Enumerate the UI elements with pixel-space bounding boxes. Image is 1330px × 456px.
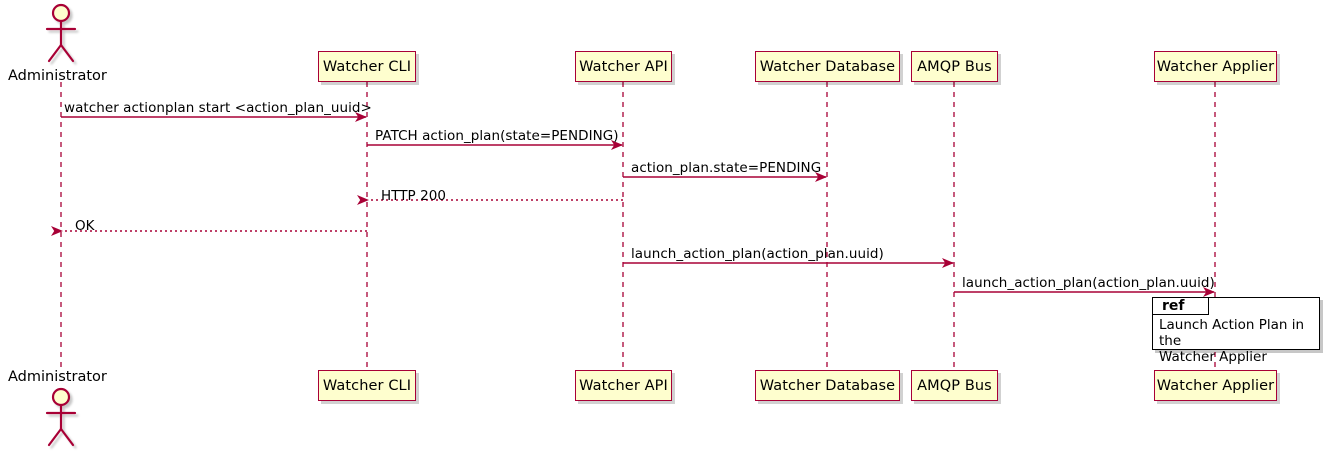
message-label-3: action_plan.state=PENDING (631, 160, 822, 176)
participant-box-watcher-applier-bottom[interactable]: Watcher Applier (1154, 370, 1277, 401)
message-label-6: launch_action_plan(action_plan.uuid) (631, 246, 884, 262)
actor-figure-administrator-top (45, 3, 77, 63)
participant-label-administrator-bottom: Administrator (8, 369, 107, 385)
message-label-4: HTTP 200 (381, 188, 447, 204)
participant-box-watcher-cli-top[interactable]: Watcher CLI (318, 51, 416, 82)
message-label-5: OK (75, 218, 95, 234)
participant-box-watcher-database-bottom[interactable]: Watcher Database (755, 370, 900, 401)
participant-box-amqp-bus-top[interactable]: AMQP Bus (911, 51, 998, 82)
actor-figures-layer (45, 3, 77, 447)
message-label-7: launch_action_plan(action_plan.uuid) (962, 275, 1215, 291)
participant-box-watcher-api-top[interactable]: Watcher API (575, 51, 672, 82)
participant-box-watcher-database-top[interactable]: Watcher Database (755, 51, 900, 82)
participant-box-amqp-bus-bottom[interactable]: AMQP Bus (911, 370, 998, 401)
participant-label-administrator-top: Administrator (8, 68, 107, 84)
actor-figure-administrator-bottom (45, 387, 77, 447)
participant-box-watcher-api-bottom[interactable]: Watcher API (575, 370, 672, 401)
message-label-2: PATCH action_plan(state=PENDING) (375, 128, 619, 144)
ref-fragment: ref Launch Action Plan in the Watcher Ap… (1152, 297, 1320, 365)
ref-fragment-tab-label: ref (1153, 298, 1209, 315)
ref-fragment-text: Launch Action Plan in the Watcher Applie… (1159, 317, 1305, 365)
lifelines-layer (60, 82, 1216, 370)
message-label-1: watcher actionplan start <action_plan_uu… (64, 100, 372, 116)
participant-box-watcher-applier-top[interactable]: Watcher Applier (1154, 51, 1277, 82)
message-arrows-layer (51, 112, 1215, 297)
participant-box-watcher-cli-bottom[interactable]: Watcher CLI (318, 370, 416, 401)
